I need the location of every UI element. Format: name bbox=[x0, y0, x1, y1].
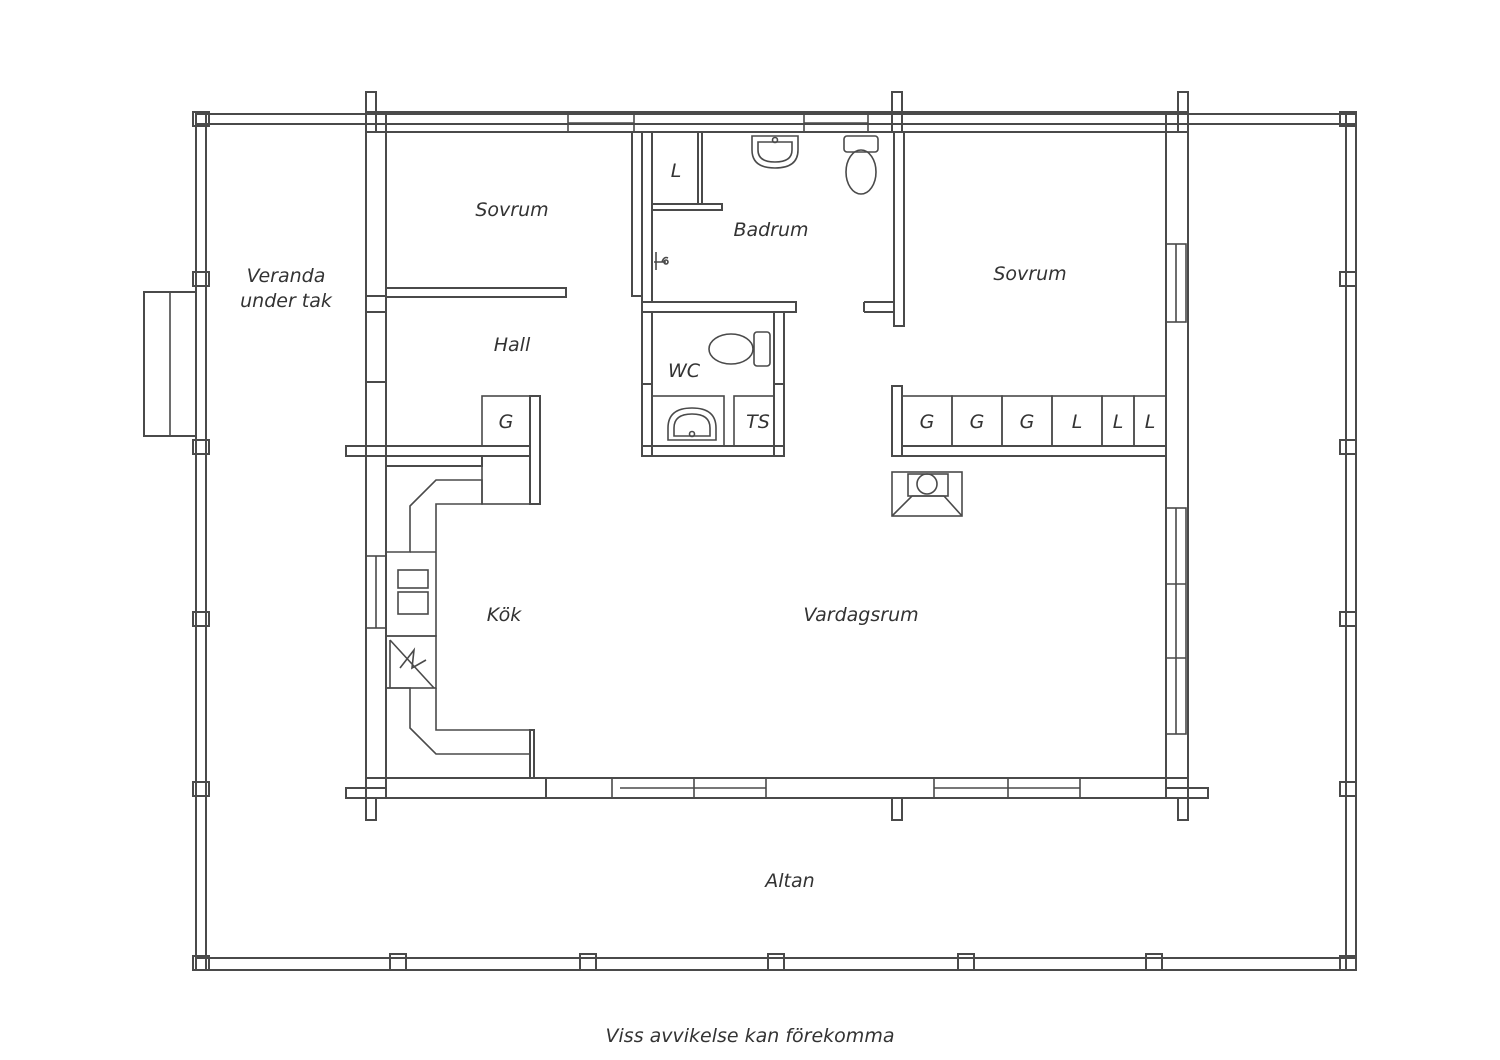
room-label-veranda-sub: under tak bbox=[240, 290, 333, 312]
room-label-veranda: Veranda bbox=[247, 265, 326, 287]
interior-walls bbox=[385, 131, 1167, 505]
wardrobe-label: L bbox=[1113, 411, 1124, 433]
wardrobe-label: G bbox=[920, 411, 935, 433]
room-label-sovrum-left: Sovrum bbox=[475, 199, 548, 221]
wardrobe-row bbox=[901, 395, 1167, 447]
disclaimer-note: Viss avvikelse kan förekomma bbox=[606, 1025, 895, 1047]
closet-label-bath: L bbox=[671, 160, 682, 182]
fixture-labels: L G TS G G G L L L bbox=[499, 160, 1156, 433]
wardrobe-label: G bbox=[970, 411, 985, 433]
cabinet-label-wc: TS bbox=[746, 411, 770, 433]
closet-label-hall: G bbox=[499, 411, 514, 433]
room-label-sovrum-right: Sovrum bbox=[993, 263, 1066, 285]
room-labels: Veranda under tak Sovrum Badrum Sovrum H… bbox=[240, 199, 1067, 892]
room-label-vardagsrum: Vardagsrum bbox=[803, 604, 918, 626]
fireplace bbox=[891, 471, 963, 517]
kitchen-fixtures bbox=[385, 479, 535, 779]
wardrobe-label: G bbox=[1020, 411, 1035, 433]
outer-deck-outline bbox=[192, 111, 1357, 971]
room-label-altan: Altan bbox=[763, 870, 814, 892]
room-label-kok: Kök bbox=[487, 604, 522, 626]
wardrobe-label: L bbox=[1072, 411, 1083, 433]
entrance-steps bbox=[143, 291, 197, 437]
wardrobe-label: L bbox=[1145, 411, 1156, 433]
room-label-badrum: Badrum bbox=[733, 219, 808, 241]
bathroom-fixtures bbox=[654, 135, 879, 270]
room-label-wc: WC bbox=[668, 360, 701, 382]
wc-fixtures bbox=[667, 331, 771, 441]
room-label-hall: Hall bbox=[494, 334, 531, 356]
